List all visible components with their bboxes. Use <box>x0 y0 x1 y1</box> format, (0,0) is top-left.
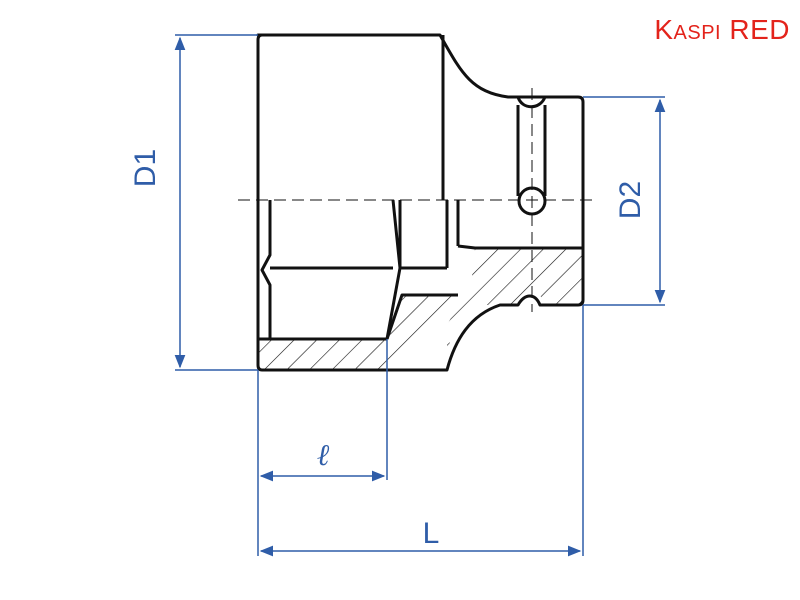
brand-rest: ASPI <box>673 22 722 44</box>
dimension-lines <box>174 34 666 557</box>
dimension-label-d1: D1 <box>129 149 162 187</box>
centerlines <box>238 88 598 312</box>
dimension-label-l-small: ℓ <box>317 439 330 472</box>
brand-initial: K <box>654 14 674 45</box>
dimension-label-d2: D2 <box>614 181 647 219</box>
brand-suffix: RED <box>729 14 790 45</box>
section-hatching <box>258 248 583 370</box>
brand-logo: KASPI RED <box>654 14 790 46</box>
dimension-label-l: L <box>423 517 440 550</box>
